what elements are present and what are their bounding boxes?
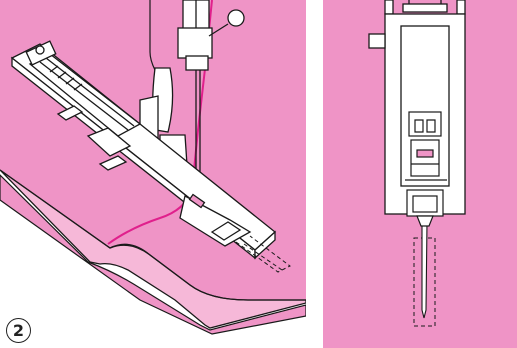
step-number-label: 2	[13, 323, 24, 339]
presser-foot-top-drawing	[323, 0, 517, 348]
presser-foot-angled-drawing	[0, 0, 306, 348]
illustration-foot-angled: 2	[0, 0, 306, 348]
illustration-foot-top-view	[323, 0, 517, 348]
needle	[422, 222, 427, 318]
step-number-badge: 2	[6, 318, 31, 343]
